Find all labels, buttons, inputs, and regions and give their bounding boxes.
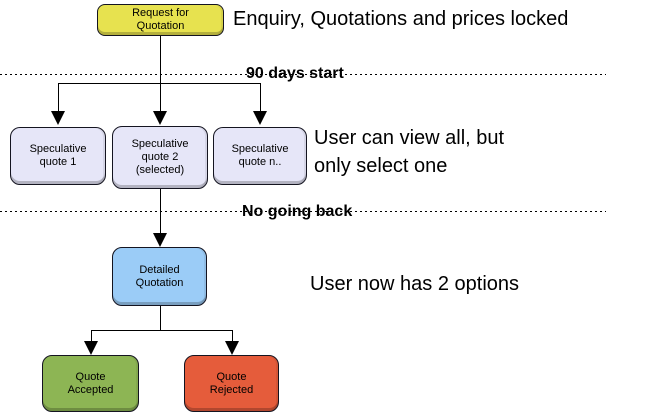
phase-separator-line-1 xyxy=(0,74,606,75)
node-label: Speculative quote n.. xyxy=(231,143,289,168)
node-label: Quote Rejected xyxy=(209,370,254,396)
phase-separator-line-2 xyxy=(0,211,606,212)
connector-branch2-right-drop xyxy=(232,330,233,341)
connector-branch1-right-drop xyxy=(260,83,261,111)
node-label: Speculative quote 2 (selected) xyxy=(131,138,189,176)
arrowhead-down-icon xyxy=(51,111,65,125)
connector-selected-to-detailed xyxy=(160,189,161,233)
node-request-for-quotation: Request for Quotation xyxy=(97,4,224,36)
node-label: Quote Accepted xyxy=(67,370,114,396)
annotation-two-options: User now has 2 options xyxy=(310,273,520,295)
arrowhead-down-icon xyxy=(153,111,167,125)
connector-branch1-left-drop xyxy=(58,83,59,111)
node-quote-rejected: Quote Rejected xyxy=(184,355,279,412)
node-speculative-quote-n: Speculative quote n.. xyxy=(213,127,307,185)
node-quote-accepted: Quote Accepted xyxy=(42,355,139,412)
phase-label-no-going-back: No going back xyxy=(242,203,353,220)
connector-detailed-to-branch xyxy=(160,306,161,330)
annotation-view-all: User can view all, but only select one xyxy=(314,127,505,177)
arrowhead-down-icon xyxy=(225,341,239,355)
arrowhead-down-icon xyxy=(84,341,98,355)
node-label: Request for Quotation xyxy=(132,7,189,32)
node-detailed-quotation: Detailed Quotation xyxy=(112,247,207,306)
arrowhead-down-icon xyxy=(253,111,267,125)
phase-label-90-days-start: 90 days start xyxy=(246,65,344,82)
node-speculative-quote-1: Speculative quote 1 xyxy=(10,127,106,185)
node-label: Detailed Quotation xyxy=(135,263,184,289)
connector-branch2-horizontal xyxy=(91,330,232,331)
arrowhead-down-icon xyxy=(153,233,167,247)
connector-branch2-left-drop xyxy=(91,330,92,341)
node-label: Speculative quote 1 xyxy=(29,143,87,168)
connector-branch1-horizontal xyxy=(58,83,260,84)
annotation-title: Enquiry, Quotations and prices locked xyxy=(233,8,569,30)
node-speculative-quote-2-selected: Speculative quote 2 (selected) xyxy=(112,126,208,189)
connector-request-to-branch xyxy=(160,36,161,111)
